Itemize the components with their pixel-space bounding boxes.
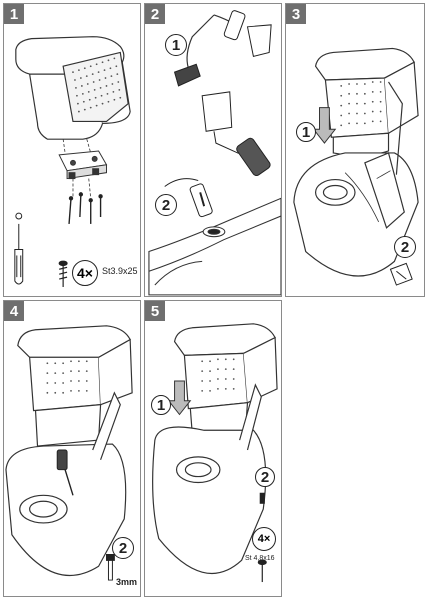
step-callout-2: 2 <box>255 467 275 487</box>
down-arrow-icon <box>312 107 337 144</box>
screw-spec-label: St 4,8x16 <box>245 555 275 562</box>
screws-drawing <box>68 194 102 224</box>
step-callout-2: 2 <box>394 236 416 258</box>
step-callout-2: 2 <box>112 537 134 559</box>
panel-number: 5 <box>145 301 165 321</box>
armrest-drawing <box>15 36 131 140</box>
panel-2: 2 1 2 <box>144 3 282 297</box>
panel-number: 4 <box>4 301 24 321</box>
screw-spec-label: St3.9x25 <box>102 266 138 276</box>
armrest-dot-pattern <box>72 57 122 113</box>
drill-size-label: 3mm <box>116 577 138 587</box>
screw-icon <box>257 492 267 583</box>
step-callout-1: 1 <box>165 34 187 56</box>
quantity-badge: 4× <box>72 260 98 286</box>
power-socket-illustration <box>148 10 281 296</box>
screwdriver-icon <box>14 212 24 285</box>
screw-icon <box>58 260 68 287</box>
step-callout-2: 2 <box>155 194 177 216</box>
mounting-bracket-drawing <box>58 150 108 180</box>
drilling-step-illustration <box>5 325 133 581</box>
panel-3: 3 <box>285 3 425 297</box>
panel-number: 3 <box>286 4 306 24</box>
down-arrow-icon <box>167 380 192 416</box>
pry-tool-icon <box>389 262 413 286</box>
panel-5: 5 1 2 4× St 4,8x16 <box>144 300 282 597</box>
armrest-install-illustration <box>293 47 419 286</box>
panel-4: 4 2 3mm <box>3 300 141 597</box>
final-install-illustration <box>152 323 278 583</box>
panel-number: 1 <box>4 4 24 24</box>
step-callout-1: 1 <box>296 122 316 142</box>
quantity-badge: 4× <box>252 527 276 551</box>
drill-bit-icon <box>106 553 115 581</box>
armrest-assembly-illustration <box>14 36 131 287</box>
step-callout-1: 1 <box>151 395 171 415</box>
panel-1: 1 <box>3 3 141 297</box>
panel-number: 2 <box>145 4 165 24</box>
